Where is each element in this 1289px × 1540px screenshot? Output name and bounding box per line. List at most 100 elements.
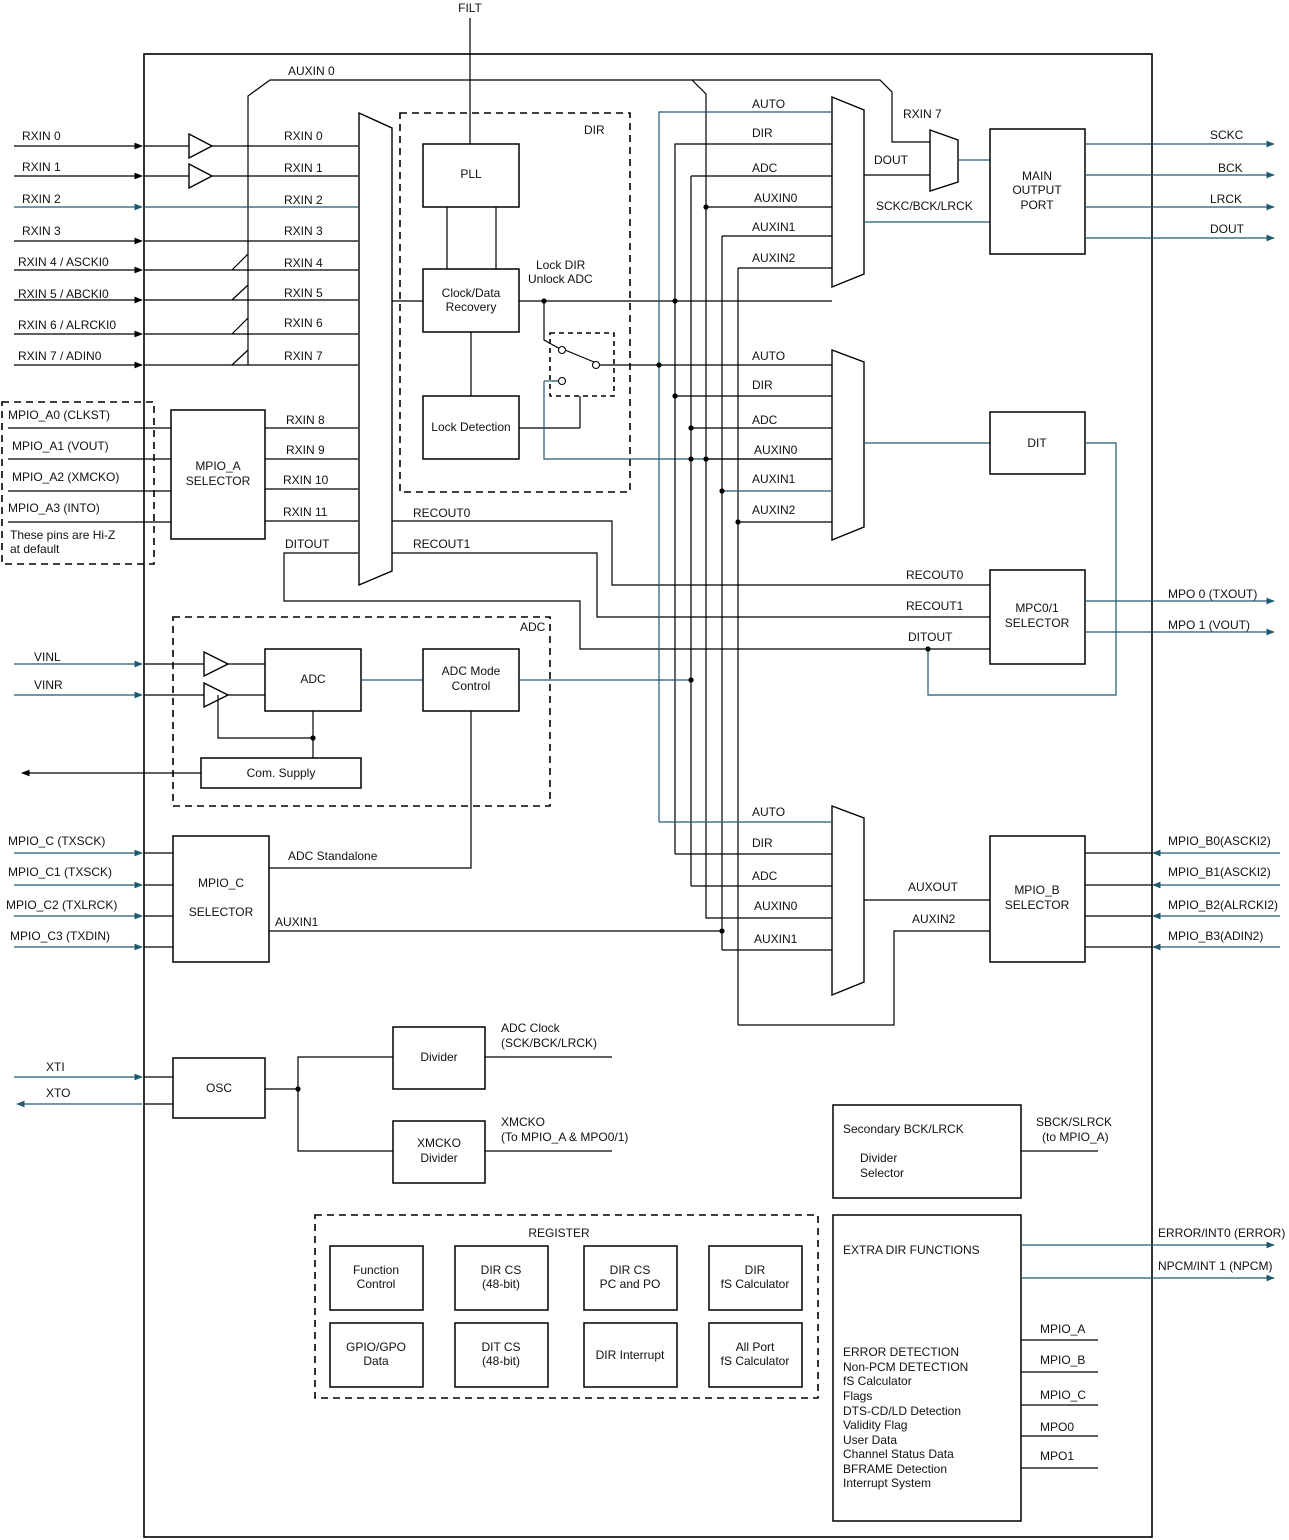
extra-dir-functions-box xyxy=(832,1214,1022,1522)
mux-in-0: RXIN 0 xyxy=(284,129,323,143)
mpio-c-auxin1-label: AUXIN1 xyxy=(275,915,319,929)
reg-cell-0-l2: Control xyxy=(357,1277,396,1291)
mpio-b-label-2: SELECTOR xyxy=(1005,898,1070,912)
mpio-c3-pin: MPIO_C3 (TXDIN) xyxy=(10,929,110,943)
rxin7-bypass-label: RXIN 7 xyxy=(903,107,942,121)
extra-item-9: Interrupt System xyxy=(843,1476,931,1490)
main-output-label-3: PORT xyxy=(1020,198,1054,212)
mpio-a3-pin: MPIO_A3 (INTO) xyxy=(8,501,100,515)
receiver-input-mux xyxy=(358,111,393,587)
mpio-b0-pin: MPIO_B0(ASCKI2) xyxy=(1168,834,1271,848)
main-mux-in-auxin2: AUXIN2 xyxy=(752,251,796,265)
dit-mux-in-dir: DIR xyxy=(752,378,773,392)
unlock-adc-label: Unlock ADC xyxy=(528,272,593,286)
aux-mux-in-auxin1: AUXIN1 xyxy=(754,932,798,946)
main-mux-in-adc: ADC xyxy=(752,161,778,175)
mpo-in-ditout: DITOUT xyxy=(908,630,953,644)
mpio-c-label-2: SELECTOR xyxy=(189,905,254,919)
divider-label: Divider xyxy=(420,1050,457,1064)
sckc-bck-lrck-label: SCKC/BCK/LRCK xyxy=(876,199,973,213)
dir-block xyxy=(399,112,631,493)
dit-mux-in-auxin1: AUXIN1 xyxy=(752,472,796,486)
hiz-note-line1: These pins are Hi-Z xyxy=(10,528,115,542)
mpio-a1-pin: MPIO_A1 (VOUT) xyxy=(12,439,109,453)
rxin-pin-0: RXIN 0 xyxy=(22,129,61,143)
rxin1-buffer-icon xyxy=(188,162,214,190)
main-mux-in-auto: AUTO xyxy=(752,97,785,111)
aux-mux-in-dir: DIR xyxy=(752,836,773,850)
register-function-control xyxy=(329,1245,424,1311)
extra-item-7: Channel Status Data xyxy=(843,1447,954,1461)
dit-box xyxy=(989,411,1086,475)
dout-bypass-mux xyxy=(929,129,959,192)
mux-in-7: RXIN 7 xyxy=(284,349,323,363)
auxin0-top-label: AUXIN 0 xyxy=(288,64,335,78)
dit-mux-in-auxin2: AUXIN2 xyxy=(752,503,796,517)
rxin-internal: RXIN 0 RXIN 1 RXIN 2 RXIN 3 RXIN 4 RXIN … xyxy=(144,129,358,366)
out-sckc: SCKC xyxy=(1210,128,1244,142)
vinl-amp-icon xyxy=(203,650,230,678)
mux-in-11: RXIN 11 xyxy=(283,505,328,519)
xmcko-label-1: XMCKO xyxy=(501,1115,545,1129)
adc-group-label: ADC xyxy=(520,620,546,634)
dout-internal-label: DOUT xyxy=(874,153,909,167)
sbck-slrck-label-2: (to MPIO_A) xyxy=(1042,1130,1109,1144)
mpio-b-auxin2-label: AUXIN2 xyxy=(912,912,956,926)
mpio-a-pin-group xyxy=(1,401,155,565)
mux-in-4: RXIN 4 xyxy=(284,256,323,270)
extra-item-5: Validity Flag xyxy=(843,1418,907,1432)
mpo-selector-label-2: SELECTOR xyxy=(1005,616,1070,630)
secondary-selector: Selector xyxy=(860,1166,904,1180)
adc-block xyxy=(172,616,551,807)
mpio-b3-pin: MPIO_B3(ADIN2) xyxy=(1168,929,1263,943)
cdr-label-2: Recovery xyxy=(446,300,497,314)
extra-item-0: ERROR DETECTION xyxy=(843,1345,959,1359)
extra-mpo1: MPO1 xyxy=(1040,1449,1074,1463)
mux-in-3: RXIN 3 xyxy=(284,224,323,238)
adc-mode-label-2: Control xyxy=(452,679,491,693)
mpio-a-pins: MPIO_A0 (CLKST) MPIO_A1 (VOUT) MPIO_A2 (… xyxy=(8,408,171,556)
main-output-port xyxy=(989,128,1086,255)
adc-mode-label-1: ADC Mode xyxy=(442,664,501,678)
osc-box xyxy=(172,1057,266,1119)
com-supply-box xyxy=(200,757,362,789)
main-mux-in-auxin0: AUXIN0 xyxy=(754,191,798,205)
mpio-a-selector-outputs: RXIN 8 RXIN 9 RXIN 10 RXIN 11 xyxy=(265,413,358,522)
rxin-pin-7: RXIN 7 / ADIN0 xyxy=(18,349,102,363)
register-dir-interrupt xyxy=(583,1322,678,1388)
dit-mux-in-auxin0: AUXIN0 xyxy=(754,443,798,457)
mux-in-8: RXIN 8 xyxy=(286,413,325,427)
mpio-c1-pin: MPIO_C1 (TXSCK) xyxy=(8,865,112,879)
adc-standalone-label: ADC Standalone xyxy=(288,849,378,863)
aux-mux-inputs: AUTO DIR ADC AUXIN0 AUXIN1 xyxy=(659,805,832,951)
main-mux-in-dir: DIR xyxy=(752,126,773,140)
reg-cell-2-l2: PC and PO xyxy=(600,1277,661,1291)
extra-item-6: User Data xyxy=(843,1433,897,1447)
out-lrck: LRCK xyxy=(1210,192,1242,206)
osc-label: OSC xyxy=(206,1081,232,1095)
lock-detection-box xyxy=(422,395,520,460)
dit-mux-in-auto: AUTO xyxy=(752,349,785,363)
mpio-c-pins: MPIO_C (TXSCK) MPIO_C1 (TXSCK) MPIO_C2 (… xyxy=(6,834,173,951)
ditout-label: DITOUT xyxy=(285,537,330,551)
out-bck: BCK xyxy=(1218,161,1243,175)
mux-in-1: RXIN 1 xyxy=(284,161,323,175)
vinr-pin: VINR xyxy=(34,678,63,692)
mpio-c-label-1: MPIO_C xyxy=(198,876,244,890)
lock-dir-label: Lock DIR xyxy=(536,258,586,272)
extra-mpio-a: MPIO_A xyxy=(1040,1322,1085,1336)
auxout-label: AUXOUT xyxy=(908,880,959,894)
reg-cell-3-l2: fS Calculator xyxy=(721,1277,790,1291)
reg-cell-7-l1: All Port xyxy=(736,1340,775,1354)
register-dir-cs xyxy=(454,1245,549,1311)
mpio-a-selector-label-1: MPIO_A xyxy=(195,459,240,473)
mpo-selector xyxy=(989,569,1086,665)
xto-pin: XTO xyxy=(46,1086,70,1100)
vinl-pin: VINL xyxy=(34,650,61,664)
mpio-c0-pin: MPIO_C (TXSCK) xyxy=(8,834,105,848)
main-output-mux xyxy=(831,95,865,289)
extra-item-8: BFRAME Detection xyxy=(843,1462,947,1476)
register-block xyxy=(314,1214,819,1399)
xmcko-divider-label-2: Divider xyxy=(420,1151,457,1165)
